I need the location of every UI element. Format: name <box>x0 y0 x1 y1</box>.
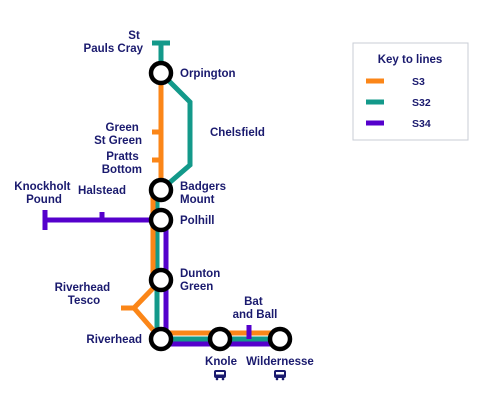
bus-icon <box>274 370 286 381</box>
label-badgers-mount: Badgers Mount <box>180 181 229 206</box>
map-key-title: Key to lines <box>378 54 443 66</box>
label-bat-and-ball: Bat and Ball <box>233 296 278 321</box>
key-label-s34: S34 <box>412 118 431 130</box>
line-s32-chelsfield-loop <box>159 71 193 192</box>
station-riverhead[interactable] <box>148 326 174 352</box>
label-riverhead: Riverhead <box>86 334 142 346</box>
label-orpington: Orpington <box>180 68 236 80</box>
label-polhill: Polhill <box>180 215 215 227</box>
bus-icon <box>214 370 226 381</box>
station-wildernesse[interactable] <box>267 326 293 352</box>
label-knockholt-pound: Knockholt Pound <box>14 181 73 206</box>
station-knole[interactable] <box>207 326 233 352</box>
label-dunton-green: Dunton Green <box>180 268 223 293</box>
station-labels: St Pauls Cray Orpington Chelsfield Green… <box>14 30 314 368</box>
station-badgers-mount[interactable] <box>148 177 174 203</box>
label-pratts-bottom: Pratts Bottom <box>102 151 142 176</box>
label-wildernesse: Wildernesse <box>246 356 314 368</box>
label-knole: Knole <box>205 356 237 368</box>
stations <box>148 60 293 352</box>
map-key: Key to lines S3 S32 S34 <box>352 42 469 141</box>
label-green-st-green: Green St Green <box>94 122 142 147</box>
key-label-s32: S32 <box>412 97 431 109</box>
label-halstead: Halstead <box>78 185 126 197</box>
label-riverhead-tesco: Riverhead Tesco <box>55 282 114 307</box>
key-label-s3: S3 <box>412 76 425 88</box>
station-orpington[interactable] <box>148 60 174 86</box>
label-st-pauls-cray: St Pauls Cray <box>84 30 144 55</box>
label-chelsfield: Chelsfield <box>210 127 265 139</box>
station-dunton-green[interactable] <box>148 267 174 293</box>
station-polhill[interactable] <box>148 207 174 233</box>
